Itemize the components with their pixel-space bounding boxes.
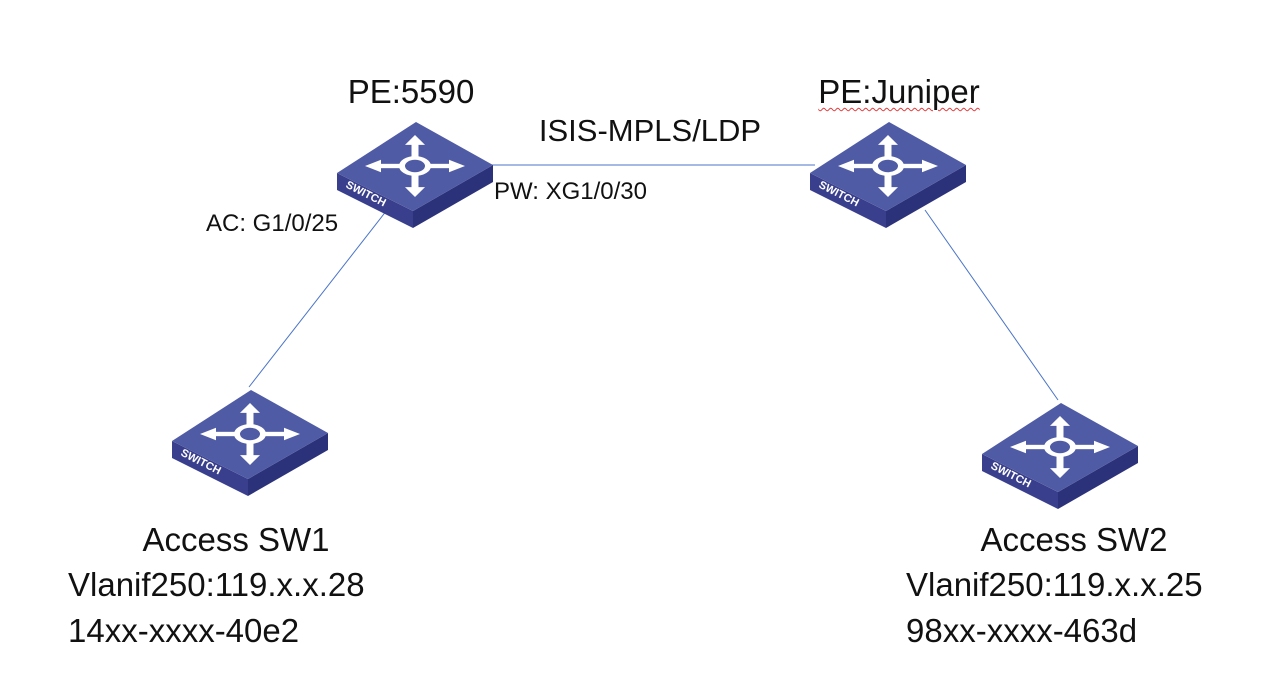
access-sw1-mac: 14xx-xxxx-40e2: [68, 612, 300, 649]
switch-icon: SWITCH: [172, 390, 328, 496]
pe-juniper-switch[interactable]: SWITCH: [810, 114, 966, 228]
pe-juniper-label: PE:Juniper: [818, 73, 980, 110]
access-sw1-vlanif: Vlanif250:119.x.x.28: [68, 566, 365, 603]
switch-icon: SWITCH: [982, 403, 1138, 509]
core-link-protocol-label: ISIS-MPLS/LDP: [538, 113, 762, 148]
access-sw2-mac: 98xx-xxxx-463d: [906, 612, 1138, 649]
pe-5590-switch[interactable]: SWITCH: [337, 114, 493, 228]
pw-port-label: PW: XG1/0/30: [494, 178, 647, 205]
pe-5590-label: PE:5590: [347, 73, 475, 110]
switch-icon: SWITCH: [810, 122, 966, 228]
access-sw1-switch[interactable]: SWITCH: [172, 382, 328, 496]
access-sw2-vlanif: Vlanif250:119.x.x.25: [906, 566, 1203, 603]
ac-port-label: AC: G1/0/25: [206, 210, 339, 237]
access-sw2-label: Access SW2: [980, 521, 1168, 558]
link-pe5590-accesssw1: [248, 209, 388, 388]
access-sw2-switch[interactable]: SWITCH: [982, 395, 1138, 509]
access-sw1-label: Access SW1: [142, 521, 330, 558]
switch-icon: SWITCH: [337, 122, 493, 228]
link-pejuniper-accesssw2: [924, 209, 1059, 401]
